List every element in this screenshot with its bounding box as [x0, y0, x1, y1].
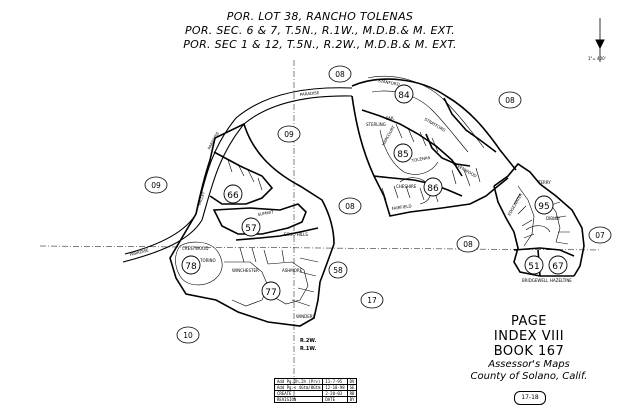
revision-desc: Add Pg.2h.2h (Prv) — [273, 378, 324, 385]
adjacent-page-label: 09 — [284, 130, 294, 139]
parcel-label: 84 — [398, 91, 410, 101]
lot-lines-east — [367, 75, 485, 205]
adjacent-page-ovals — [144, 65, 612, 344]
title-block: PAGE INDEX VIII BOOK 167 Assessor's Maps… — [468, 314, 590, 383]
street-label: HARCOURT — [381, 124, 397, 146]
street-label: WINCHESTER — [232, 268, 259, 273]
street-label: WINDERS — [296, 314, 316, 319]
parcel-label: 95 — [538, 202, 549, 212]
revision-desc: Add Pg.s 4Gtm/8Gtm — [273, 384, 324, 391]
parcel-boundaries-east — [351, 78, 517, 217]
revision-date: DATE — [322, 396, 348, 403]
parcel-label: 51 — [528, 262, 539, 272]
street-label: STERLING — [366, 122, 386, 127]
adjacent-page-labels: 08 08 09 09 08 08 07 10 58 17 — [151, 70, 605, 340]
street-label: BRIDGEWELL — [522, 278, 549, 283]
street-label: TERRY — [537, 180, 551, 185]
table-row: REVISION DATE BY — [273, 396, 358, 403]
revision-initials: BY — [346, 396, 358, 403]
lot-lines-west — [175, 159, 319, 307]
parcel-label: 67 — [552, 262, 563, 272]
adjacent-page-label: 58 — [333, 266, 343, 275]
map-header-line-1: POR. LOT 38, RANCHO TOLENAS — [226, 10, 414, 23]
street-label: EDGEWATER — [507, 192, 524, 216]
range-mark-r1w: R.1W. — [300, 346, 317, 352]
street-label: PARADISE — [129, 247, 150, 257]
street-label: DIBLEY — [546, 216, 561, 221]
revision-date: 12-18-98 — [322, 384, 348, 391]
parcel-label: 78 — [185, 262, 197, 272]
parcel-label: 85 — [397, 150, 408, 160]
scale-label: 1"= 400' — [588, 56, 606, 61]
street-label: HAZELTINE — [550, 278, 572, 283]
range-mark-r2w: R.2W. — [300, 338, 317, 344]
page-reference: 17-18 — [514, 391, 546, 405]
section-lines — [39, 60, 601, 400]
street-label: STANFORD — [378, 78, 400, 87]
revision-desc: REVISION — [273, 396, 324, 403]
parcel-label: 86 — [427, 184, 439, 194]
adjacent-page-label: 07 — [595, 231, 605, 240]
north-arrow — [595, 18, 605, 62]
street-label: CHESHIRE — [396, 184, 417, 189]
street-label: TOLENAS — [410, 155, 431, 163]
title-source: Assessor's Maps — [488, 359, 570, 370]
street-label: PARADISE — [300, 90, 320, 97]
street-label: VALLEY — [196, 190, 206, 206]
adjacent-page-label: 08 — [505, 96, 515, 105]
map-header-line-2: POR. SEC. 6 & 7, T.5N., R.1W., M.D.B.& M… — [184, 24, 456, 37]
adjacent-page-label: 08 — [335, 70, 345, 79]
title-index: INDEX VIII — [493, 329, 565, 344]
parcel-label: 77 — [265, 288, 276, 298]
title-book: BOOK 167 — [493, 344, 565, 359]
street-label: ASHMORE — [282, 268, 303, 273]
parcel-label: 66 — [227, 191, 239, 201]
street-label: SUMMIT — [257, 209, 274, 217]
revision-table: Add Pg.2h.2h (Prv) 11-7-95 DV Add Pg.s 4… — [273, 378, 358, 403]
title-page: PAGE — [511, 314, 547, 329]
street-label: ECHO HILLS — [284, 232, 308, 237]
paradise-valley-road — [122, 87, 353, 263]
table-row: Add Pg.s 4Gtm/8Gtm 12-18-98 SE — [273, 384, 358, 391]
adjacent-page-label: 17 — [367, 296, 377, 305]
parcel-label: 57 — [245, 224, 256, 234]
parcel-number-labels: 84 85 86 66 57 78 77 95 51 67 — [185, 91, 563, 298]
parcel-boundaries-west — [169, 122, 335, 327]
adjacent-page-label: 09 — [151, 181, 161, 190]
adjacent-page-label: 10 — [183, 331, 193, 340]
parcel-circles — [181, 84, 568, 301]
street-label: PAR. — [386, 116, 395, 121]
street-label: CRESTWOOD — [182, 246, 208, 251]
street-label: FAIRFIELD — [391, 203, 411, 211]
street-label: GREENWOOD — [452, 161, 478, 179]
street-label: TORINO — [199, 258, 216, 263]
title-county: County of Solano, Calif. — [470, 371, 588, 382]
adjacent-page-label: 08 — [345, 202, 355, 211]
street-label: STRATFORD — [424, 117, 447, 133]
map-header-line-3: POR. SEC 1 & 12, T.5N., R.2W., M.D.B.& M… — [183, 38, 457, 51]
adjacent-page-label: 08 — [463, 240, 473, 249]
